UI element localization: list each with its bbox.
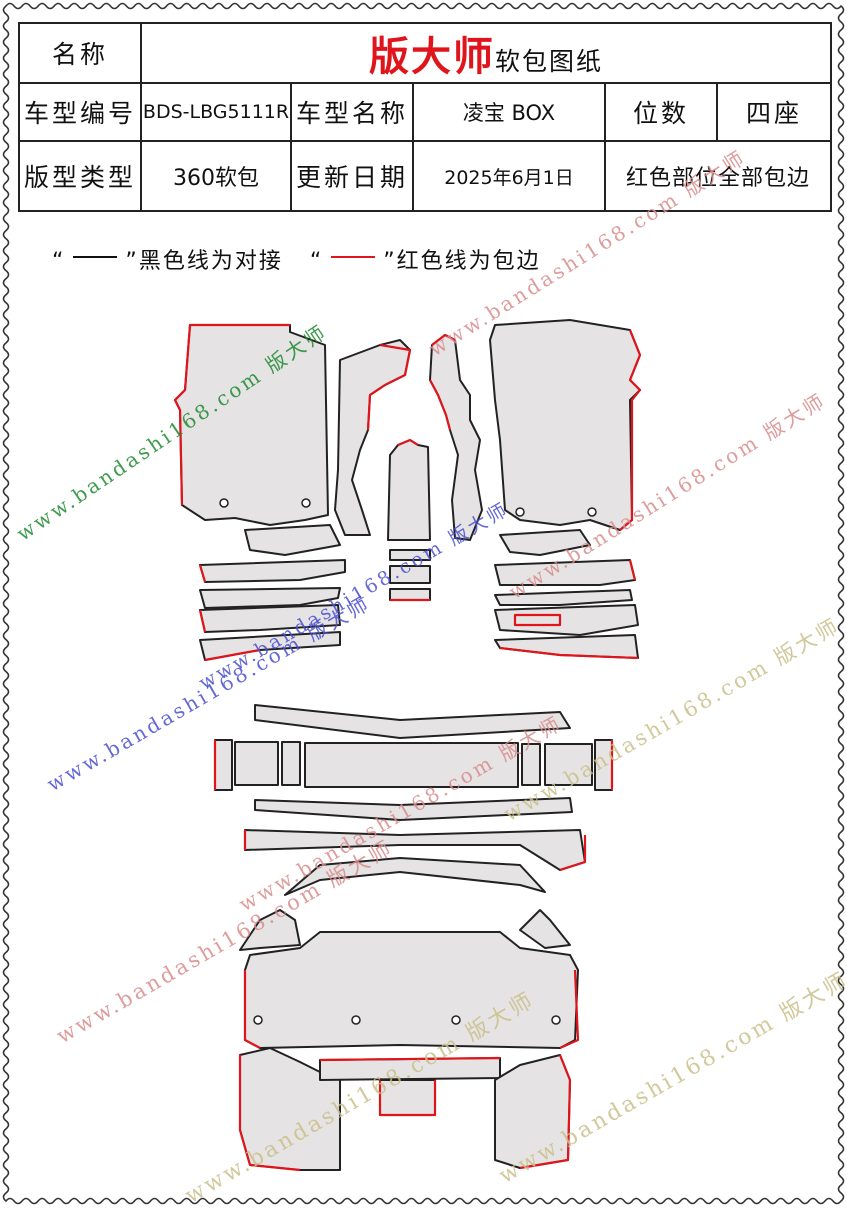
right-sill-3	[494, 589, 633, 606]
rear-top-arc	[254, 704, 571, 739]
right-sill-4-red-edge	[513, 613, 562, 627]
trunk-rear-left-red-edge	[238, 1055, 301, 1172]
model-code-value: BDS-LBG5111R	[140, 82, 292, 142]
left-sill-3	[199, 587, 341, 609]
model-name-value: 凌宝 BOX	[412, 82, 606, 142]
brand-title: 版大师	[368, 34, 495, 80]
fastener-hole	[219, 498, 229, 508]
rear-strip	[254, 797, 573, 821]
trunk-right-ear	[519, 909, 571, 949]
trunk-rear-band-red-edge	[319, 1056, 501, 1062]
legend-black-text: 黑色线为对接	[138, 249, 283, 274]
legend-quote-close-2: ”	[383, 249, 397, 274]
right-sill-5-red-edge	[499, 646, 639, 660]
fastener-hole	[587, 507, 597, 517]
trunk-rear-center	[378, 1079, 437, 1117]
right-front-panel	[489, 319, 642, 531]
left-sill-4-red-edge	[198, 609, 207, 633]
right-sill-4	[494, 604, 639, 636]
legend-quote-open-2: “	[309, 249, 324, 274]
left-sill-4	[198, 604, 341, 633]
right-sill-5	[494, 634, 639, 660]
model-name-label: 车型名称	[290, 82, 414, 142]
name-label: 名称	[18, 22, 142, 84]
legend-quote-open: “	[52, 249, 66, 274]
trunk-rear-right	[494, 1054, 572, 1170]
left-sill-2-red-edge	[198, 564, 207, 583]
seats-label: 位数	[604, 82, 718, 142]
legend: “”黑色线为对接 “”红色线为包边	[52, 243, 541, 275]
update-date-label: 更新日期	[290, 140, 414, 212]
right-pillar	[429, 333, 483, 541]
info-table: 名称 版大师软包图纸 车型编号 BDS-LBG5111R 车型名称 凌宝 BOX…	[18, 22, 832, 212]
rear-long-panel-red-edge	[243, 830, 587, 872]
rear-center-box	[304, 742, 519, 788]
fastener-hole	[301, 498, 311, 508]
center-strip-3	[389, 588, 431, 602]
pattern-type-label: 版型类型	[18, 140, 142, 212]
brand-subtitle: 软包图纸	[494, 47, 603, 76]
trunk-floor	[243, 931, 580, 1050]
fastener-hole	[551, 1015, 561, 1025]
left-sill-5	[199, 631, 341, 662]
black-line-swatch	[73, 256, 118, 258]
left-pillar	[334, 339, 412, 536]
legend-red-text: 红色线为包边	[396, 249, 541, 274]
rear-long-panel	[243, 829, 587, 872]
left-sill-1	[244, 524, 341, 556]
red-line-swatch	[331, 256, 376, 258]
rear-right-box-1	[521, 743, 541, 786]
note-cell: 红色部位全部包边	[604, 140, 832, 212]
right-sill-2	[494, 559, 637, 586]
left-front-panel-red-edge	[173, 323, 290, 506]
left-sill-5-red-edge	[204, 648, 261, 662]
title-cell: 版大师软包图纸	[140, 22, 832, 84]
rear-wave	[284, 857, 546, 896]
trunk-rear-center-red-edge	[378, 1080, 437, 1117]
left-pillar-red-edge	[366, 343, 412, 431]
right-sill-1	[499, 529, 591, 556]
center-strip-2	[389, 565, 431, 584]
left-sill-2	[198, 559, 346, 583]
fastener-hole	[253, 1015, 263, 1025]
rear-left-end	[213, 739, 233, 791]
fastener-hole	[515, 507, 525, 517]
trunk-left-ear	[239, 909, 301, 951]
rear-left-box-2	[281, 741, 301, 786]
left-front-panel	[173, 323, 329, 526]
trunk-floor-red-edge	[243, 969, 580, 1050]
trunk-rear-left	[238, 1047, 341, 1172]
center-strip-1	[389, 549, 431, 561]
trunk-rear-right-red-edge	[519, 1054, 572, 1170]
right-sill-2-red-edge	[628, 559, 637, 581]
fastener-hole	[351, 1015, 361, 1025]
right-pillar-red-edge	[429, 333, 456, 431]
rear-right-box-2	[544, 743, 593, 786]
seats-value: 四座	[716, 82, 832, 142]
update-date-value: 2025年6月1日	[412, 140, 606, 212]
right-front-panel-red-edge	[619, 329, 642, 531]
rear-right-end	[594, 739, 614, 791]
rear-left-box-1	[234, 741, 279, 786]
fastener-hole	[451, 1015, 461, 1025]
center-tunnel-red-edge	[397, 438, 419, 447]
pattern-type-value: 360软包	[140, 140, 292, 212]
center-tunnel	[387, 438, 431, 541]
legend-quote-close: ”	[125, 249, 139, 274]
model-code-label: 车型编号	[18, 82, 142, 142]
